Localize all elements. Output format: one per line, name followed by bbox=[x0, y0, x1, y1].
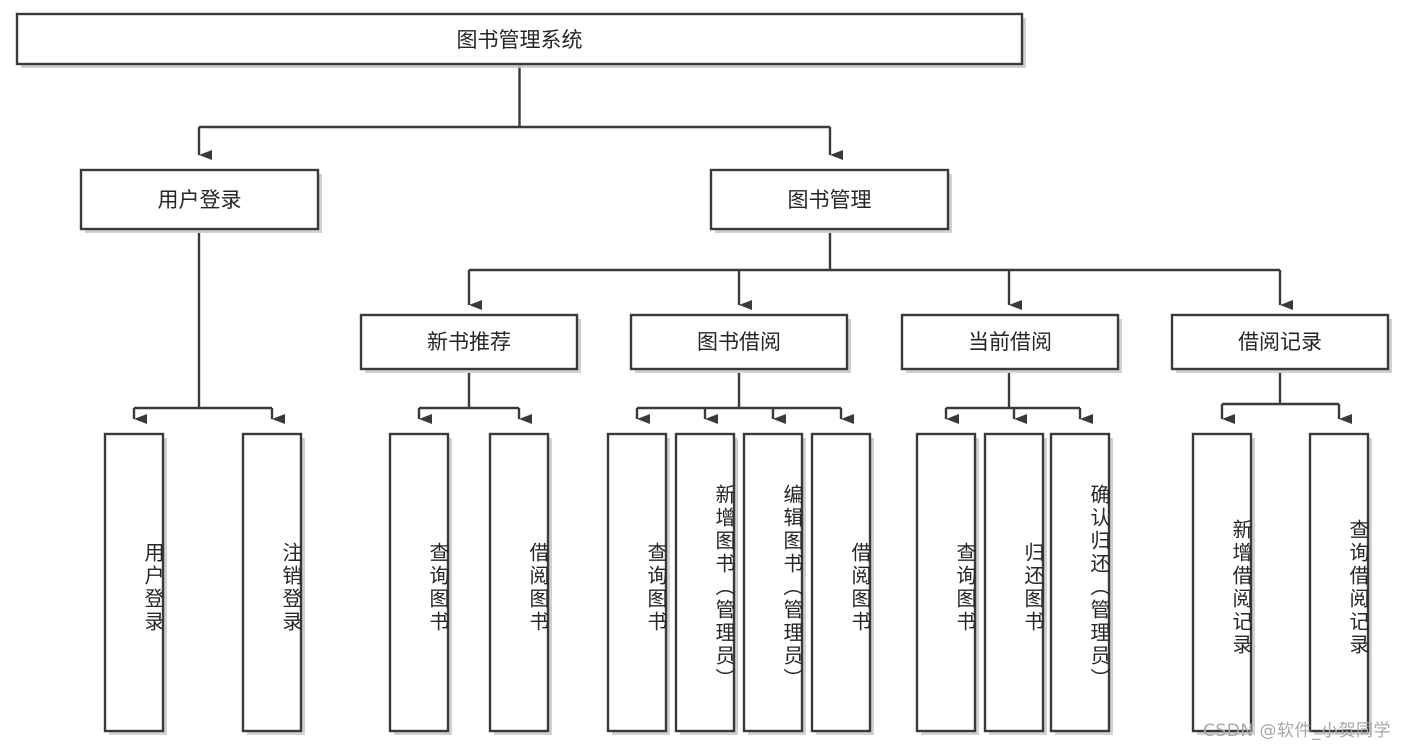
book-management-box bbox=[709, 168, 950, 231]
root-label: 图书管理系统 bbox=[457, 28, 583, 52]
connector-group-book-borrow bbox=[635, 373, 854, 424]
node-book-management[interactable]: 图书管理 bbox=[709, 168, 952, 233]
node-leaf-current-borrow-1[interactable] bbox=[983, 432, 1047, 735]
node-leaf-user-login-0[interactable] bbox=[103, 432, 167, 735]
connector-group-current-borrow bbox=[944, 373, 1093, 424]
node-user-login[interactable]: 用户登录 bbox=[79, 168, 322, 233]
borrow-record-label: 借阅记录 bbox=[1238, 330, 1322, 354]
user-login-box bbox=[79, 168, 320, 231]
node-new-book-recommend[interactable]: 新书推荐 bbox=[359, 313, 581, 373]
connector-group-borrow-record bbox=[1220, 373, 1352, 424]
leaf-current-borrow-2-box bbox=[1049, 432, 1111, 733]
node-leaf-new-book-1[interactable] bbox=[488, 432, 552, 735]
current-borrow-box bbox=[900, 313, 1120, 371]
leaf-user-login-0-box bbox=[103, 432, 165, 733]
leaf-book-borrow-3-box bbox=[810, 432, 872, 733]
node-leaf-borrow-record-0[interactable] bbox=[1191, 432, 1255, 735]
node-leaf-new-book-0[interactable] bbox=[388, 432, 452, 735]
new-book-recommend-box bbox=[359, 313, 579, 371]
node-current-borrow[interactable]: 当前借阅 bbox=[900, 313, 1122, 373]
connector-group-user-login bbox=[132, 233, 285, 424]
node-borrow-record[interactable]: 借阅记录 bbox=[1170, 313, 1392, 373]
book-borrow-box bbox=[629, 313, 849, 371]
connector-group-new-book bbox=[417, 373, 532, 424]
leaf-borrow-record-0-box bbox=[1191, 432, 1253, 733]
current-borrow-label: 当前借阅 bbox=[968, 330, 1052, 354]
connector-group-book-mgmt bbox=[467, 233, 1293, 310]
leaf-current-borrow-0-box bbox=[915, 432, 977, 733]
leaf-borrow-record-1-box bbox=[1308, 432, 1370, 733]
node-leaf-book-borrow-0[interactable] bbox=[606, 432, 670, 735]
node-leaf-book-borrow-2[interactable] bbox=[742, 432, 806, 735]
leaf-book-borrow-2-box bbox=[742, 432, 804, 733]
leaf-book-borrow-1-box bbox=[674, 432, 736, 733]
leaf-new-book-1-box bbox=[488, 432, 550, 733]
node-leaf-book-borrow-1[interactable] bbox=[674, 432, 738, 735]
node-leaf-user-login-1[interactable] bbox=[241, 432, 305, 735]
leaf-user-login-1-box bbox=[241, 432, 303, 733]
node-leaf-current-borrow-2[interactable] bbox=[1049, 432, 1113, 735]
leaf-new-book-0-box bbox=[388, 432, 450, 733]
user-login-label: 用户登录 bbox=[158, 188, 242, 212]
node-leaf-book-borrow-3[interactable] bbox=[810, 432, 874, 735]
node-leaf-borrow-record-1[interactable] bbox=[1308, 432, 1372, 735]
leaf-current-borrow-1-box bbox=[983, 432, 1045, 733]
book-management-label: 图书管理 bbox=[788, 188, 872, 212]
root-box bbox=[15, 12, 1024, 66]
leaf-book-borrow-0-box bbox=[606, 432, 668, 733]
node-book-borrow[interactable]: 图书借阅 bbox=[629, 313, 851, 373]
borrow-record-box bbox=[1170, 313, 1390, 371]
watermark-text: CSDN @软件_小贺同学 bbox=[1203, 721, 1391, 741]
node-leaf-current-borrow-0[interactable] bbox=[915, 432, 979, 735]
connector-group-root bbox=[197, 64, 843, 160]
new-book-recommend-label: 新书推荐 bbox=[427, 330, 511, 354]
node-root-book-management-system[interactable]: 图书管理系统 bbox=[15, 12, 1026, 68]
book-borrow-label: 图书借阅 bbox=[697, 330, 781, 354]
